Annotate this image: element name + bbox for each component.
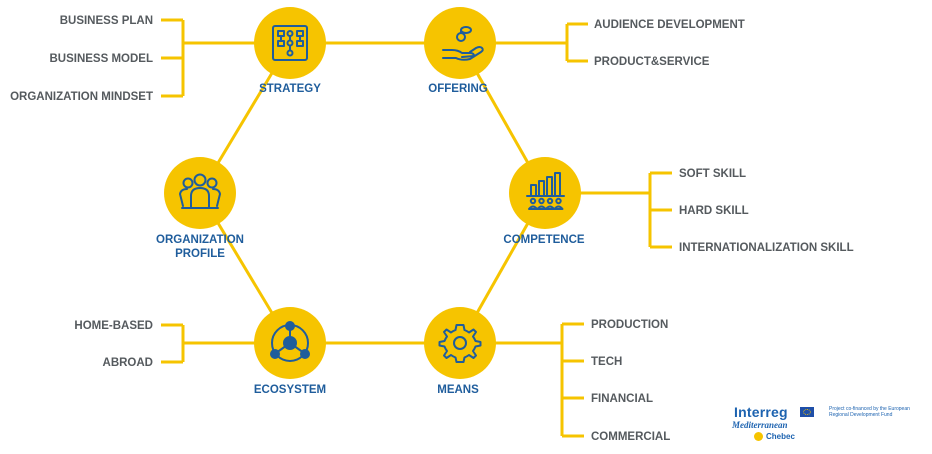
branch-label: PRODUCTION: [591, 319, 668, 331]
flowchart-icon: [272, 25, 308, 61]
bar-chart-people-icon: [526, 172, 565, 210]
node-label-competence: COMPETENCE: [503, 234, 584, 246]
eu-flag-icon: [800, 407, 814, 417]
node-label-strategy: STRATEGY: [259, 83, 321, 95]
node-label-profile-line2: PROFILE: [175, 248, 225, 260]
branch-label: SOFT SKILL: [679, 168, 746, 180]
branch-label: COMMERCIAL: [591, 431, 670, 443]
branch-label: BUSINESS MODEL: [49, 53, 153, 65]
node-label-means: MEANS: [437, 384, 479, 396]
logo-sub: Mediterranean: [732, 420, 788, 430]
node-label-offering: OFFERING: [428, 83, 487, 95]
network-icon: [270, 321, 310, 362]
gear-icon: [438, 324, 482, 363]
branch-labels: BUSINESS PLAN BUSINESS MODEL ORGANIZATIO…: [10, 15, 854, 443]
branch-label: PRODUCT&SERVICE: [594, 56, 710, 68]
branch-label: HOME-BASED: [74, 320, 153, 332]
node-strategy: [254, 7, 326, 79]
ring-edges: [198, 41, 547, 345]
node-means: [424, 307, 496, 379]
hand-offering-icon: [442, 26, 484, 61]
node-offering: [424, 7, 496, 79]
branch-label: INTERNATIONALIZATION SKILL: [679, 242, 854, 254]
branch-label: AUDIENCE DEVELOPMENT: [594, 19, 745, 31]
project-mark-icon: [754, 432, 763, 441]
node-organization-profile: [164, 157, 236, 229]
branch-label: ORGANIZATION MINDSET: [10, 91, 153, 103]
node-circles: [164, 7, 581, 379]
logo-fund-text: Project co-financed by the European Regi…: [829, 406, 910, 418]
branch-label: ABROAD: [103, 357, 153, 369]
interreg-logo: Interreg Mediterranean Project co-financ…: [730, 404, 930, 450]
logo-brand: Interreg: [734, 404, 788, 420]
node-label-profile-line1: ORGANIZATION: [156, 234, 244, 246]
branch-label: HARD SKILL: [679, 205, 749, 217]
people-group-icon: [179, 173, 221, 209]
node-label-ecosystem: ECOSYSTEM: [254, 384, 326, 396]
logo-project: Chebec: [766, 432, 795, 441]
branch-label: TECH: [591, 356, 622, 368]
branch-connectors: [161, 18, 672, 438]
branch-label: BUSINESS PLAN: [60, 15, 153, 27]
branch-label: FINANCIAL: [591, 393, 653, 405]
node-labels: STRATEGY OFFERING COMPETENCE MEANS ECOSY…: [156, 83, 585, 396]
